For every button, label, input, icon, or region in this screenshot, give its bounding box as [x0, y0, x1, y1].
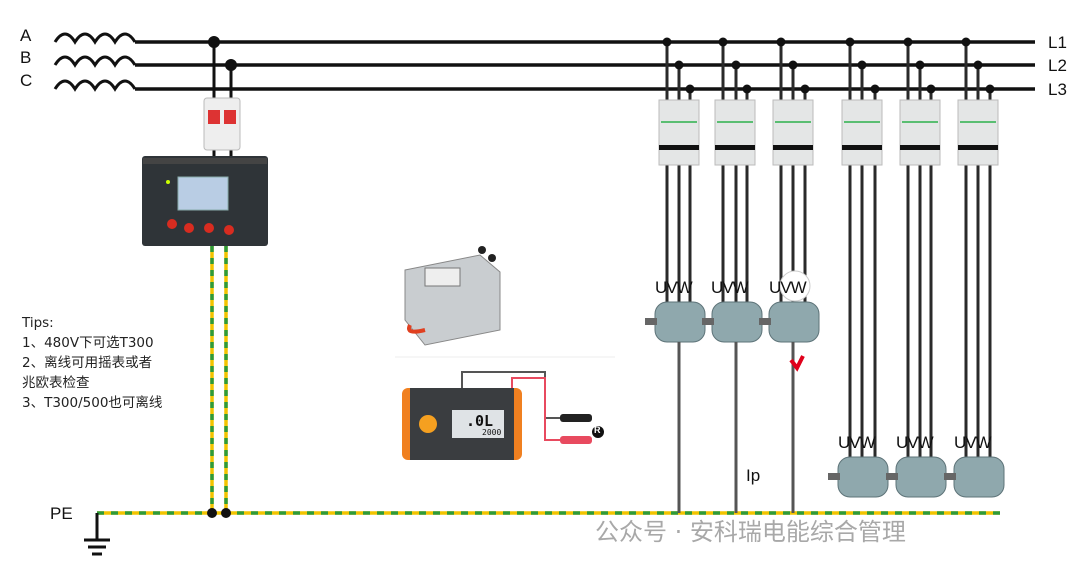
- motor-terminal-label: UVW: [711, 278, 749, 297]
- motor-terminal-label: UVW: [655, 278, 693, 297]
- tips-title: Tips:: [22, 315, 54, 331]
- bus-junction: [662, 37, 672, 47]
- meter-subdisplay: 2000: [482, 428, 502, 437]
- circuit-breaker: [658, 99, 700, 166]
- fuse-holder: [203, 97, 241, 151]
- tip-item: 1、480V下可选T300: [22, 335, 154, 351]
- bus-junction: [788, 60, 798, 70]
- line-l2-label: L2: [1048, 56, 1067, 75]
- insulation-tester: [402, 371, 604, 460]
- feeder-branches: [645, 37, 1005, 513]
- bus-junction: [961, 37, 971, 47]
- leakage-current-label: Ip: [746, 466, 761, 485]
- circuit-breaker: [841, 99, 883, 166]
- motor-icon: [654, 301, 706, 343]
- bus-junction: [870, 84, 880, 94]
- transformer-coils: [53, 32, 137, 92]
- bus-lines: [135, 40, 1035, 91]
- bus-junction: [985, 84, 995, 94]
- motor-shaft: [702, 318, 714, 325]
- motor-icon: [837, 456, 889, 498]
- motor-shaft: [645, 318, 657, 325]
- bus-junction: [915, 60, 925, 70]
- motor-terminal-label: UVW: [769, 278, 807, 297]
- megohmmeter-icon: [404, 246, 501, 346]
- breaker-toggle: [900, 145, 940, 150]
- tip-item: 2、离线可用摇表或者: [22, 355, 153, 371]
- motor-shaft: [828, 473, 840, 480]
- phase-b-label: B: [20, 48, 32, 67]
- resistor-label: R: [594, 425, 601, 435]
- circuit-breaker: [899, 99, 941, 166]
- motor-icon: [768, 301, 820, 343]
- bus-junction: [731, 60, 741, 70]
- motor-icon: [711, 301, 763, 343]
- pe-junction: [221, 508, 231, 518]
- tip-item: 3、T300/500也可离线: [22, 395, 163, 411]
- pe-junction: [207, 508, 217, 518]
- circuit-breaker: [957, 99, 999, 166]
- bus-junction: [674, 60, 684, 70]
- line-l3-label: L3: [1048, 80, 1067, 99]
- line-l1-label: L1: [1048, 33, 1067, 52]
- motor-terminal-label: UVW: [838, 433, 876, 452]
- pe-conductors: [97, 246, 1000, 515]
- bus-junction: [800, 84, 810, 94]
- motor-icon: [895, 456, 947, 498]
- tips-note: Tips: 1、480V下可选T300 2、离线可用摇表或者 兆欧表检查 3、T…: [22, 313, 162, 413]
- motor-shaft: [944, 473, 956, 480]
- bus-junction: [926, 84, 936, 94]
- motor-icon: [953, 456, 1005, 498]
- bus-junction: [718, 37, 728, 47]
- breaker-toggle: [958, 145, 998, 150]
- motor-terminal-label: UVW: [954, 433, 992, 452]
- bus-junction: [776, 37, 786, 47]
- bus-junction: [685, 84, 695, 94]
- bus-junction: [857, 60, 867, 70]
- breaker-toggle: [842, 145, 882, 150]
- circuit-breaker: [714, 99, 756, 166]
- tip-item: 兆欧表检查: [22, 375, 90, 391]
- bus-junction: [742, 84, 752, 94]
- phase-c-label: C: [20, 71, 33, 90]
- phase-a-label: A: [20, 26, 32, 45]
- bus-junction: [845, 37, 855, 47]
- breaker-toggle: [715, 145, 755, 150]
- insulation-monitor-device[interactable]: [142, 156, 268, 246]
- motor-shaft: [759, 318, 771, 325]
- bus-junction: [903, 37, 913, 47]
- breaker-toggle: [659, 145, 699, 150]
- bus-junction: [973, 60, 983, 70]
- fault-burst-icon: [779, 270, 811, 302]
- meter-display: .0L: [466, 412, 494, 430]
- fault-arrow-icon: [789, 355, 805, 372]
- pe-label: PE: [50, 504, 73, 523]
- motor-terminal-label: UVW: [896, 433, 934, 452]
- ground-symbol: [84, 513, 110, 556]
- circuit-breaker: [772, 99, 814, 166]
- watermark: 公众号 · 安科瑞电能综合管理: [595, 518, 906, 546]
- motor-shaft: [886, 473, 898, 480]
- breaker-toggle: [773, 145, 813, 150]
